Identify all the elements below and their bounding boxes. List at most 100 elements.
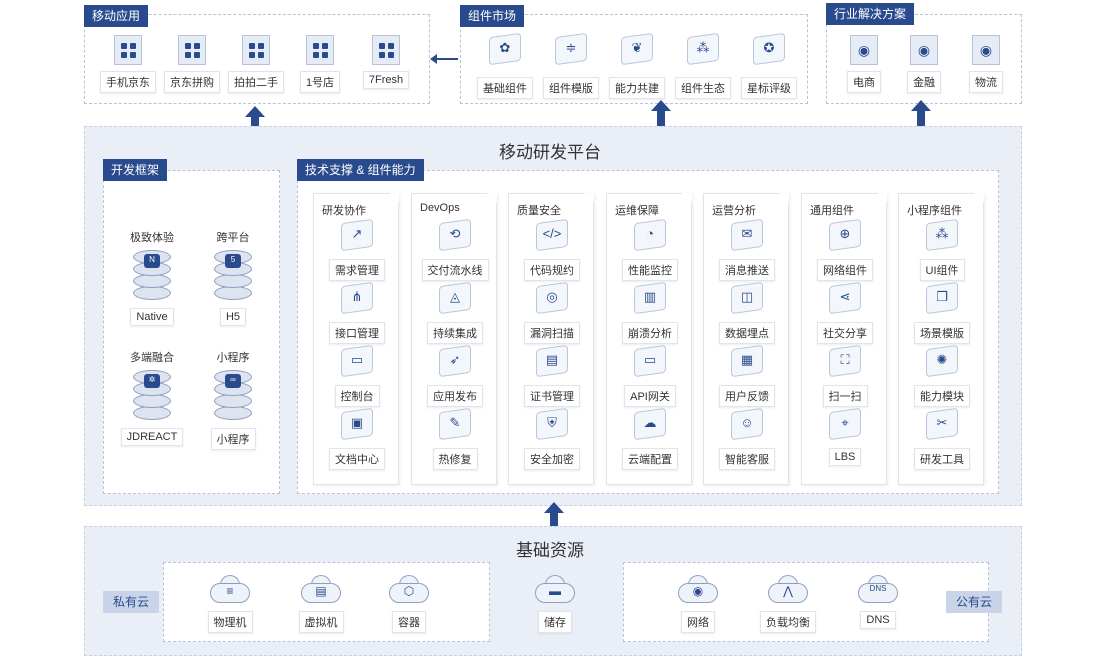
tech-item[interactable]: ▦用户反馈 — [704, 344, 790, 407]
load-balancer-icon: ⋀ — [766, 575, 810, 605]
resource-network[interactable]: ◉ 网络 — [663, 575, 733, 633]
app-paipai[interactable]: 拍拍二手 — [228, 35, 284, 93]
resource-virtual-machine[interactable]: ▤ 虚拟机 — [286, 575, 356, 633]
tech-item-label: 文档中心 — [329, 448, 385, 470]
tech-item[interactable]: ▣文档中心 — [314, 407, 400, 470]
tech-column-title: 运营分析 — [712, 205, 756, 217]
resource-storage[interactable]: ▬ 储存 — [520, 575, 590, 633]
tech-column: 通用组件⊕网络组件⋖社交分享⛶扫一扫⌖LBS — [801, 193, 887, 485]
tech-item-label: 崩溃分析 — [622, 322, 678, 344]
tech-title: 技术支撑 & 组件能力 — [297, 159, 424, 181]
lightbulb-icon: ◉ — [910, 35, 938, 65]
feature-icon: ◎ — [533, 281, 571, 320]
tech-item[interactable]: ▤证书管理 — [509, 344, 595, 407]
app-label: 7Fresh — [362, 71, 410, 89]
tech-item[interactable]: ⟲交付流水线 — [412, 218, 498, 281]
database-icon: ∞ — [214, 370, 252, 422]
tech-item-label: 安全加密 — [524, 448, 580, 470]
resource-physical-machine[interactable]: ≡ 物理机 — [195, 575, 265, 633]
tech-item[interactable]: ▭控制台 — [314, 344, 400, 407]
tech-item[interactable]: ✎热修复 — [412, 407, 498, 470]
tech-column-title: 通用组件 — [810, 205, 854, 217]
feature-icon: ⛨ — [533, 407, 571, 446]
tech-item[interactable]: ➶应用发布 — [412, 344, 498, 407]
dns-icon: DNS — [856, 575, 900, 605]
feature-icon: ⛶ — [826, 344, 864, 383]
tech-item[interactable]: ◬持续集成 — [412, 281, 498, 344]
tech-item-label: 场景模版 — [914, 322, 970, 344]
tech-item[interactable]: ⋖社交分享 — [802, 281, 888, 344]
column-corner — [487, 193, 497, 203]
tech-item[interactable]: ⊕网络组件 — [802, 218, 888, 281]
app-7fresh[interactable]: 7Fresh — [358, 35, 414, 89]
tech-item[interactable]: ⋔接口管理 — [314, 281, 400, 344]
column-corner — [877, 193, 887, 203]
flow-arrow-left — [430, 54, 458, 64]
industry-finance[interactable]: ◉ 金融 — [896, 35, 952, 93]
public-cloud-title: 公有云 — [946, 591, 1003, 613]
framework-h5[interactable]: 5 H5 — [198, 250, 268, 326]
feature-icon: ✎ — [436, 407, 474, 446]
feature-icon: ⊕ — [826, 218, 864, 257]
resource-load-balancer[interactable]: ⋀ 负载均衡 — [753, 575, 823, 633]
tech-column: 运营分析✉消息推送◫数据埋点▦用户反馈☺智能客服 — [703, 193, 789, 485]
tech-column-title: 运维保障 — [615, 205, 659, 217]
industry-ecommerce[interactable]: ◉ 电商 — [836, 35, 892, 93]
tech-item[interactable]: ◫数据埋点 — [704, 281, 790, 344]
tech-column-title: 研发协作 — [322, 205, 366, 217]
feature-icon: ☁ — [631, 407, 669, 446]
tech-item-label: 消息推送 — [719, 259, 775, 281]
puzzle-icon: ✿ — [486, 32, 524, 71]
tech-item[interactable]: ▥崩溃分析 — [607, 281, 693, 344]
market-basic-components[interactable]: ✿ 基础组件 — [474, 32, 536, 99]
tech-item-label: 接口管理 — [329, 322, 385, 344]
feature-icon: ◬ — [436, 281, 474, 320]
mobile-apps-title: 移动应用 — [84, 5, 149, 27]
framework-miniprogram[interactable]: ∞ 小程序 — [198, 370, 268, 450]
tech-item-label: 应用发布 — [427, 385, 483, 407]
tech-item[interactable]: ⁂UI组件 — [899, 218, 985, 281]
resource-dns[interactable]: DNS DNS — [843, 575, 913, 629]
tech-item-label: 数据埋点 — [719, 322, 775, 344]
tech-item[interactable]: ✺能力模块 — [899, 344, 985, 407]
feature-icon: ☺ — [728, 407, 766, 446]
feature-icon: </> — [533, 218, 571, 257]
tech-item[interactable]: ☁云端配置 — [607, 407, 693, 470]
medal-icon: ✪ — [750, 32, 788, 71]
industry-logistics[interactable]: ◉ 物流 — [958, 35, 1014, 93]
tech-item[interactable]: </>代码规约 — [509, 218, 595, 281]
tech-item-label: 智能客服 — [719, 448, 775, 470]
feature-icon: ▦ — [728, 344, 766, 383]
tech-item-label: 热修复 — [432, 448, 478, 470]
feature-icon: ✺ — [923, 344, 961, 383]
tech-item[interactable]: ◔性能监控 — [607, 218, 693, 281]
tech-column-title: DevOps — [420, 202, 460, 214]
app-jd-pingou[interactable]: 京东拼购 — [164, 35, 220, 93]
tech-item[interactable]: ⛶扫一扫 — [802, 344, 888, 407]
market-ecosystem[interactable]: ⁂ 组件生态 — [672, 32, 734, 99]
server-icon: ≡ — [208, 575, 252, 605]
tech-item[interactable]: ▭API网关 — [607, 344, 693, 407]
tech-item[interactable]: ◎漏洞扫描 — [509, 281, 595, 344]
app-yhd[interactable]: 1号店 — [292, 35, 348, 93]
tech-item[interactable]: ↗需求管理 — [314, 218, 400, 281]
tech-item[interactable]: ✂研发工具 — [899, 407, 985, 470]
tech-item[interactable]: ☺智能客服 — [704, 407, 790, 470]
tech-item-label: 需求管理 — [329, 259, 385, 281]
tech-item-label: 能力模块 — [914, 385, 970, 407]
market-component-templates[interactable]: ≑ 组件模版 — [540, 32, 602, 99]
framework-jdreact[interactable]: ✲ JDREACT — [117, 370, 187, 446]
database-icon: 5 — [214, 250, 252, 302]
tech-item[interactable]: ❐场景模版 — [899, 281, 985, 344]
share-node-icon: ⁂ — [684, 32, 722, 71]
market-co-build[interactable]: ❦ 能力共建 — [606, 32, 668, 99]
market-star-rating[interactable]: ✪ 星标评级 — [738, 32, 800, 99]
resource-container[interactable]: ⬡ 容器 — [374, 575, 444, 633]
framework-native[interactable]: N Native — [117, 250, 187, 326]
tech-item[interactable]: ⛨安全加密 — [509, 407, 595, 470]
flow-arrow-up — [911, 100, 931, 126]
app-jd[interactable]: 手机京东 — [100, 35, 156, 93]
app-grid-icon — [306, 35, 334, 65]
tech-item[interactable]: ✉消息推送 — [704, 218, 790, 281]
tech-item[interactable]: ⌖LBS — [802, 407, 888, 466]
